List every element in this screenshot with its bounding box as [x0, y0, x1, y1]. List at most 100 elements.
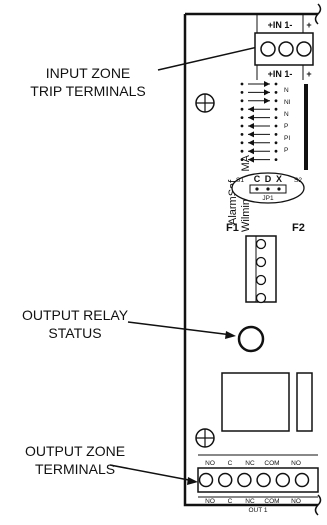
output-terminal-block: NO C NC COM NO NO C NC COM NO — [197, 454, 319, 505]
output-terminal-label-bottom: NO — [205, 498, 215, 505]
led-row-pad-left — [240, 91, 244, 94]
callout-output-relay-line2: STATUS — [48, 325, 101, 341]
led-label-4: P — [284, 123, 288, 130]
jumper-pin-d — [266, 187, 270, 191]
led-arrow-left-icon — [248, 148, 254, 155]
fuse-clip-1 — [255, 238, 267, 250]
output-terminal-screw — [198, 472, 214, 488]
board-edge-left-bottom — [183, 14, 318, 507]
output-terminal-screw — [256, 472, 271, 488]
callout-output-relay-line1: OUTPUT RELAY — [22, 307, 129, 323]
fuse-clip-4 — [255, 292, 267, 304]
callout-output-zone-line2: TERMINALS — [35, 461, 115, 477]
callout-output-zone-leader — [109, 464, 195, 482]
jumper-jp1: S1 S2 C D X JP1 — [231, 172, 305, 204]
jumper-name: JP1 — [262, 195, 274, 202]
led-array-bar — [304, 84, 308, 170]
callout-output-zone: OUTPUT ZONE TERMINALS — [25, 443, 198, 485]
led-arrow-right-icon — [264, 89, 270, 96]
fuse-label-f1: F1 — [226, 222, 239, 234]
input-header-top: +IN 1- — [268, 20, 293, 30]
callout-input-zone: INPUT ZONE TRIP TERMINALS — [30, 43, 266, 99]
input-terminal-block: +IN 1- + +IN 1- + — [254, 14, 314, 80]
led-row-pad-left — [240, 82, 244, 86]
fuse-clip-3 — [255, 274, 267, 286]
jumper-left-mark: S1 — [236, 177, 244, 184]
input-terminal-screw-plus — [260, 41, 276, 57]
output-terminal-label-bottom: NO — [291, 498, 301, 505]
callout-output-zone-line1: OUTPUT ZONE — [25, 443, 125, 459]
output-terminal-label-top: C — [228, 460, 233, 467]
led-arrow-left-icon — [248, 156, 254, 163]
jumper-right-mark: S2 — [294, 177, 302, 184]
output-terminal-screw — [275, 472, 291, 488]
led-arrow-right-icon — [264, 81, 270, 87]
callout-output-relay: OUTPUT RELAY STATUS — [22, 307, 236, 341]
led-row-pad-left — [240, 149, 244, 153]
led-arrow-left-icon — [248, 139, 254, 146]
output-terminal-label-bottom: COM — [264, 498, 279, 505]
callout-input-zone-leader — [157, 45, 263, 71]
jumper-label-c: C — [254, 174, 261, 184]
mounting-screw-bottom — [195, 428, 215, 448]
led-arrow-left-icon — [248, 131, 254, 138]
relay-side-component — [296, 372, 313, 432]
led-arrow-right-icon — [264, 97, 270, 104]
led-row-pad-right — [274, 99, 278, 103]
output-terminal-screw — [237, 472, 252, 488]
led-row-pad-right — [274, 82, 278, 86]
callout-input-zone-line2: TRIP TERMINALS — [30, 83, 145, 99]
led-label-2: NI — [284, 99, 291, 106]
led-row-pad-left — [240, 141, 244, 145]
led-row-pad-left — [240, 107, 244, 111]
input-plus-top: + — [306, 20, 311, 30]
led-label-5: PI — [284, 135, 290, 142]
output-terminal-label-bottom: NC — [245, 498, 255, 505]
output-terminal-screw — [294, 472, 310, 488]
led-label-1: N — [284, 87, 289, 94]
output-terminal-label-bottom: C — [228, 498, 233, 505]
led-row-pad-left — [240, 133, 244, 136]
fuse-clip-2 — [255, 256, 267, 268]
callout-input-zone-line1: INPUT ZONE — [46, 65, 131, 81]
led-row-pad-right — [274, 141, 278, 145]
output-terminal-label-top: NC — [245, 460, 255, 467]
led-array — [240, 81, 308, 170]
led-row-pad-left — [240, 116, 244, 119]
led-row-pad-right — [274, 133, 278, 136]
output-terminal-label-top: NO — [205, 460, 215, 467]
output-name: OUT 1 — [248, 507, 267, 514]
callout-output-zone-arrowhead — [187, 477, 198, 485]
led-row-pad-right — [274, 149, 278, 153]
mounting-screw-top — [195, 93, 215, 113]
led-row-pad-right — [274, 107, 278, 111]
output-terminal-screw — [217, 472, 233, 488]
output-terminal-label-top: NO — [291, 460, 301, 467]
led-row-pad-right — [274, 91, 278, 94]
led-row-pad-right — [274, 124, 278, 128]
led-label-6: P — [284, 147, 288, 154]
output-relay — [221, 372, 290, 432]
output-relay-status-led — [237, 325, 265, 353]
board-break-mark-bottom — [314, 494, 322, 516]
callout-output-relay-leader — [127, 321, 233, 336]
led-row-pad-right — [274, 158, 278, 162]
led-row-pad-left — [240, 124, 244, 128]
board-break-mark-top — [314, 3, 322, 25]
circuit-board: +IN 1- + +IN 1- + N NI N P PI P AlarmSaf… — [183, 3, 322, 516]
input-terminal-screw-minus — [278, 41, 294, 57]
led-label-3: N — [284, 111, 289, 118]
input-terminal-screw-extra — [296, 41, 312, 57]
jumper-pin-x — [277, 187, 281, 191]
led-row-pad-right — [274, 116, 278, 119]
led-arrow-left-icon — [248, 123, 254, 129]
led-row-pad-left — [240, 158, 244, 162]
led-row-pad-left — [240, 99, 244, 103]
jumper-pin-c — [255, 187, 259, 191]
input-header-bottom: +IN 1- — [268, 69, 293, 79]
callout-output-relay-arrowhead — [225, 331, 236, 339]
jumper-label-d: D — [265, 174, 272, 184]
fuse-holder: F1 F2 — [226, 222, 305, 304]
output-terminal-label-top: COM — [264, 460, 279, 467]
